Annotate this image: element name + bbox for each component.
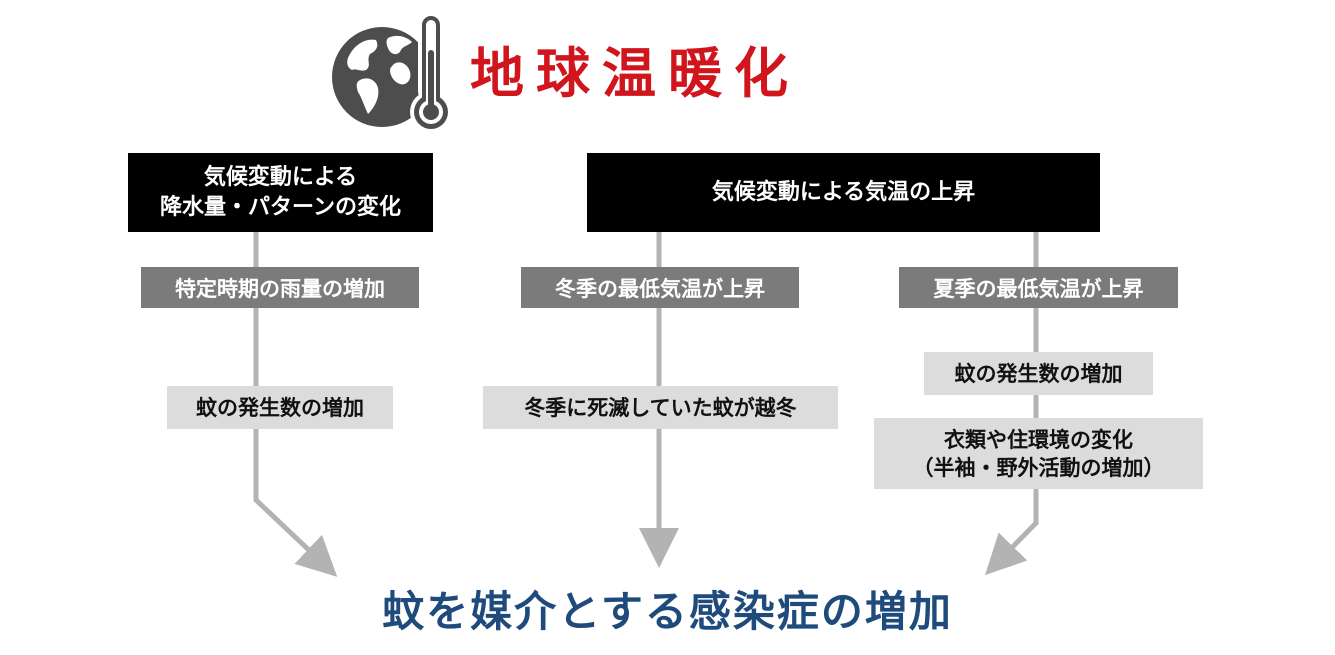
header — [330, 10, 460, 135]
left-effect-label: 特定時期の雨量の増加 — [175, 276, 385, 301]
middle-effect-box: 冬季の最低気温が上昇 — [521, 267, 799, 308]
cause-precipitation-line1: 気候変動による — [203, 164, 358, 190]
cause-precipitation-line2: 降水量・パターンの変化 — [160, 194, 401, 220]
middle-effect-label: 冬季の最低気温が上昇 — [555, 276, 765, 301]
left-branch-connector — [253, 232, 338, 577]
right-result2-line1: 衣類や住環境の変化 — [944, 427, 1133, 452]
cause-temperature-box: 気候変動による気温の上昇 — [587, 153, 1100, 232]
middle-result-label: 冬季に死滅していた蚊が越冬 — [524, 395, 797, 420]
outcome-label: 蚊を媒介とする感染症の増加 — [382, 587, 953, 636]
middle-result-box: 冬季に死滅していた蚊が越冬 — [483, 386, 838, 429]
left-effect-box: 特定時期の雨量の増加 — [141, 267, 419, 308]
page-title: 地球温暖化 — [470, 42, 800, 105]
left-result-box: 蚊の発生数の増加 — [167, 386, 393, 429]
left-result-label: 蚊の発生数の増加 — [196, 395, 364, 420]
cause-temperature-label: 気候変動による気温の上昇 — [711, 179, 976, 205]
right-result-label: 蚊の発生数の増加 — [954, 361, 1123, 386]
right-effect-label: 夏季の最低気温が上昇 — [933, 276, 1144, 301]
right-effect-box: 夏季の最低気温が上昇 — [899, 267, 1178, 308]
cause-precipitation-box: 気候変動による 降水量・パターンの変化 — [128, 153, 433, 232]
globe-thermometer-icon — [332, 12, 452, 133]
right-result-box: 蚊の発生数の増加 — [924, 352, 1153, 395]
right-result2-line2: （半袖・野外活動の増加） — [912, 455, 1165, 480]
right-result2-box: 衣類や住環境の変化 （半袖・野外活動の増加） — [874, 418, 1203, 489]
right-branch-connector — [985, 232, 1039, 576]
